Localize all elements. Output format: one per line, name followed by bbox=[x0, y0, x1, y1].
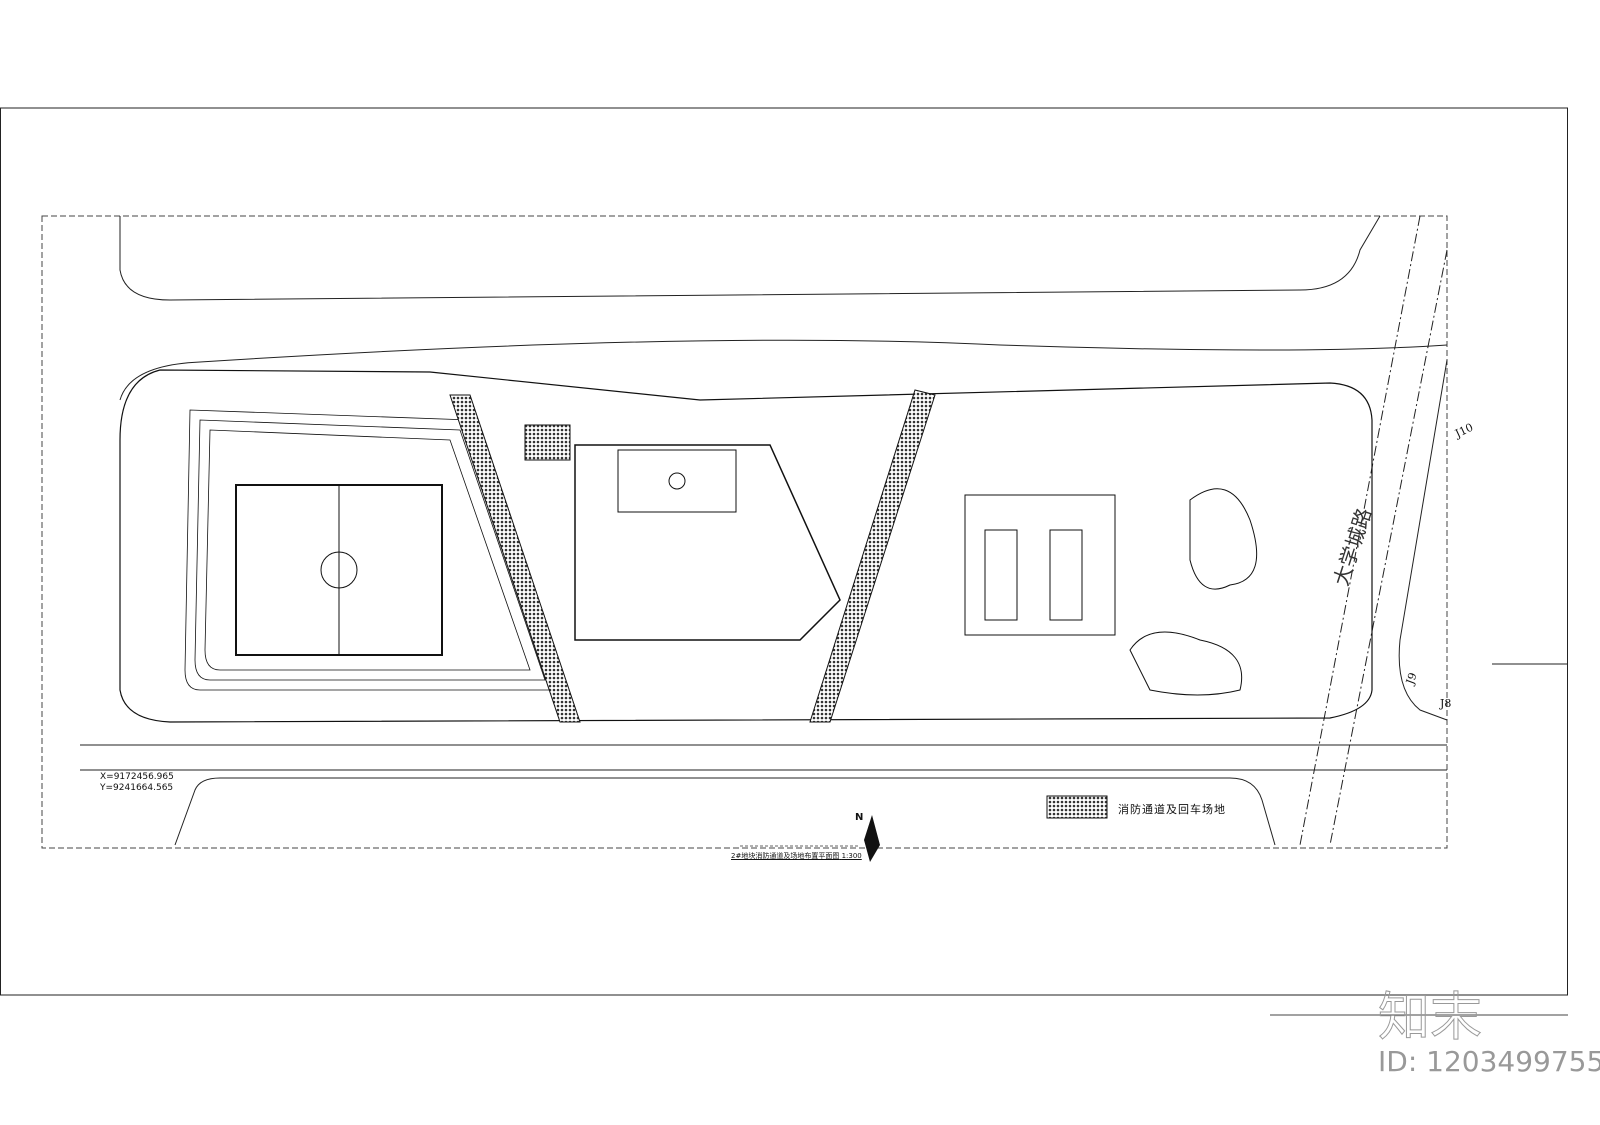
running-track bbox=[184, 409, 561, 691]
north-arrow-icon bbox=[864, 815, 880, 862]
sheet-border bbox=[0, 107, 1568, 996]
legend-swatch bbox=[1046, 795, 1108, 819]
garden-path bbox=[1189, 488, 1258, 590]
legend-label: 消防通道及回车场地 bbox=[1118, 803, 1226, 816]
watermark-id: ID: 1203499755 bbox=[1378, 1045, 1600, 1078]
drawing-title: 2#地块消防通道及场地布置平面图 1:300 bbox=[731, 851, 862, 861]
gymnasium bbox=[574, 444, 841, 641]
coordinate-x: X=9172456.965 bbox=[100, 772, 174, 782]
title-text: 2#地块消防通道及场地布置平面图 bbox=[731, 852, 840, 860]
site-boundary bbox=[119, 369, 1373, 723]
south-road bbox=[80, 744, 1447, 771]
junction-label: J8 bbox=[1440, 697, 1452, 710]
drawing-frame bbox=[41, 215, 1448, 849]
basketball-court bbox=[617, 449, 737, 513]
east-road bbox=[1299, 215, 1448, 846]
north-road bbox=[119, 215, 1381, 301]
fire-lane-middle bbox=[809, 389, 936, 723]
tennis-courts-area bbox=[964, 494, 1116, 636]
scale-text: 1:300 bbox=[841, 852, 862, 860]
coordinate-y: Y=9241664.565 bbox=[100, 783, 174, 793]
origin-coordinate: X=9172456.965 Y=9241664.565 bbox=[100, 772, 174, 794]
fire-lane-west bbox=[449, 394, 581, 723]
fire-lane-pad bbox=[524, 424, 571, 461]
north-label: N bbox=[855, 812, 864, 823]
watermark-logo: 知末 bbox=[1377, 988, 1483, 1049]
